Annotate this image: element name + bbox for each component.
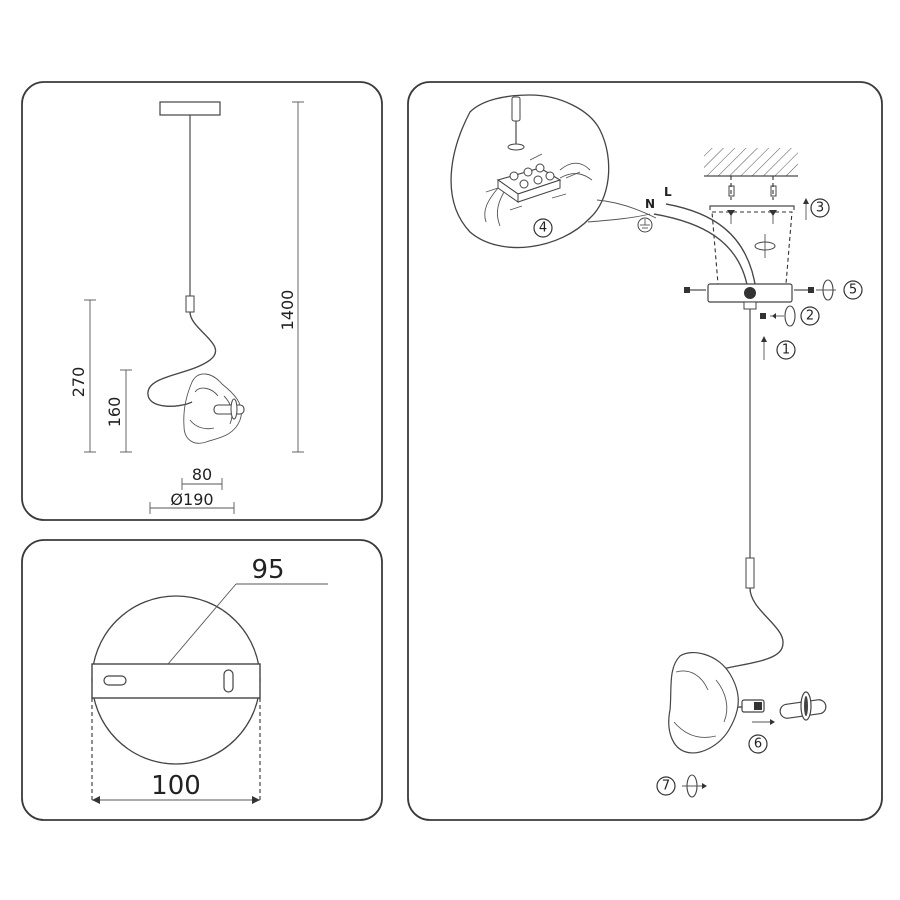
screwdriver-icon	[507, 96, 525, 151]
ground-icon	[637, 217, 653, 233]
svg-text:2: 2	[806, 309, 814, 324]
glass-shade	[183, 373, 242, 444]
dim-diameter: Ø190	[170, 490, 213, 509]
installation-panel: 4 N L 3	[407, 81, 883, 821]
bracket-slot-left	[103, 675, 127, 686]
step-3-marker	[810, 198, 830, 218]
svg-text:3: 3	[816, 201, 824, 216]
step-2-marker	[800, 306, 820, 326]
live-label: L	[664, 185, 672, 199]
svg-text:1: 1	[782, 343, 790, 358]
svg-text:4: 4	[539, 221, 547, 236]
dim-shade-height: 160	[105, 397, 124, 428]
canopy-detail-panel: 95 100	[21, 539, 383, 821]
install-glass-shade	[668, 652, 739, 754]
dim-body-height: 270	[69, 367, 88, 398]
svg-text:6: 6	[754, 737, 762, 752]
dim-canopy-width: 100	[151, 771, 201, 801]
dim-total-height: 1400	[278, 290, 297, 331]
step-1-marker	[776, 340, 796, 360]
lamp-rod	[185, 295, 195, 313]
step-4-marker	[533, 218, 553, 238]
bracket-slot-right	[223, 669, 234, 693]
canopy-plate	[159, 101, 221, 116]
dim-bracket-width: 95	[251, 555, 284, 585]
lamp-holder	[213, 404, 245, 415]
terminal-block	[496, 163, 562, 203]
dimensions-panel: 1400 270 160 80 Ø190	[21, 81, 383, 521]
svg-text:7: 7	[662, 779, 670, 794]
step-7-marker	[656, 776, 676, 796]
step-5-marker	[843, 280, 863, 300]
neutral-label: N	[645, 197, 655, 211]
step-6-marker	[748, 734, 768, 754]
svg-text:5: 5	[849, 283, 857, 298]
ceiling	[704, 148, 798, 176]
dim-width-small: 80	[192, 465, 212, 484]
